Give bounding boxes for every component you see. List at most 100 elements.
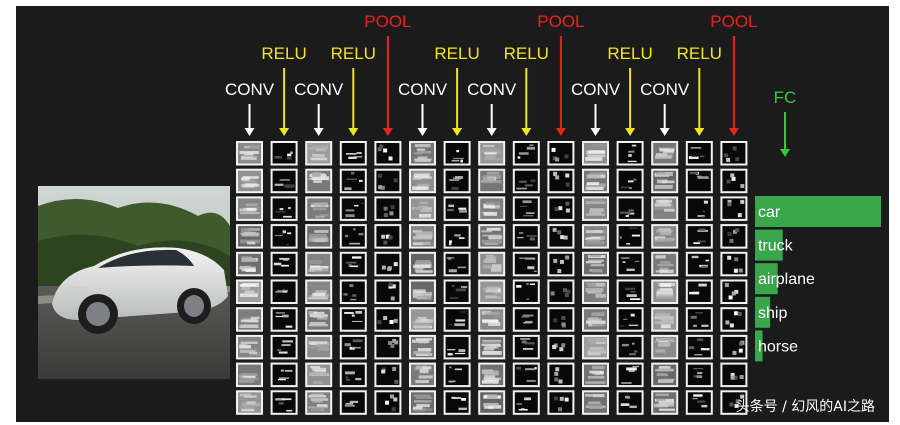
- activation-map: [236, 168, 263, 194]
- activation-map: [305, 141, 333, 166]
- activation-map: [339, 279, 367, 304]
- activation-map: [270, 196, 298, 221]
- activation-map: [582, 141, 609, 166]
- activation-map: [651, 251, 679, 277]
- activation-map: [547, 307, 575, 332]
- activation-map: [582, 279, 609, 304]
- activation-map: [374, 141, 402, 166]
- activation-column: [409, 141, 436, 415]
- arrow-head-icon: [694, 128, 705, 136]
- activation-map: [651, 362, 679, 388]
- activation-map: [512, 307, 540, 332]
- class-score-bar: [755, 263, 778, 295]
- class-label: car: [758, 204, 781, 221]
- activation-map: [547, 334, 575, 360]
- layer-label-conv: CONV: [640, 80, 690, 99]
- class-label: airplane: [758, 271, 815, 288]
- activation-map: [685, 224, 713, 249]
- activation-map: [616, 362, 644, 388]
- activation-map: [236, 251, 263, 277]
- activation-map: [651, 141, 679, 166]
- layer-label-relu: RELU: [434, 44, 479, 63]
- activation-map: [236, 334, 263, 360]
- activation-map: [270, 334, 298, 360]
- activation-map: [616, 334, 644, 360]
- activation-map: [236, 141, 263, 166]
- activation-map: [409, 362, 436, 388]
- activation-map: [305, 224, 333, 249]
- activation-column: [339, 141, 367, 415]
- activation-column: [512, 141, 540, 415]
- activation-map: [616, 390, 644, 415]
- activation-column: [651, 141, 679, 415]
- activation-map: [547, 390, 575, 415]
- arrow-head-icon: [486, 128, 497, 136]
- activation-column: [720, 141, 748, 415]
- activation-map: [478, 334, 506, 360]
- activation-map: [478, 168, 506, 194]
- activation-column: [478, 141, 506, 415]
- activation-map: [270, 251, 298, 277]
- activation-map: [582, 307, 609, 332]
- activation-map: [270, 390, 298, 415]
- activation-map: [720, 307, 748, 332]
- layer-label-conv: CONV: [571, 80, 621, 99]
- activation-map: [685, 390, 713, 415]
- activation-map: [443, 251, 471, 277]
- activation-map: [720, 279, 748, 304]
- input-car-photo: [38, 186, 230, 379]
- layer-label-relu: RELU: [607, 44, 652, 63]
- activation-map: [409, 224, 436, 249]
- activation-map: [720, 196, 748, 221]
- class-score-bar: [755, 196, 881, 227]
- activation-column: [443, 141, 471, 415]
- activation-map: [478, 362, 506, 388]
- activation-map: [547, 168, 575, 194]
- activation-map: [443, 307, 471, 332]
- activation-column: [582, 141, 609, 415]
- activation-map: [443, 390, 471, 415]
- activation-map: [720, 390, 748, 415]
- activation-map: [478, 196, 506, 221]
- activation-map: [339, 251, 367, 277]
- activation-map: [547, 279, 575, 304]
- activation-map: [547, 141, 575, 166]
- layer-label-relu: RELU: [504, 44, 549, 63]
- fc-arrow-head-icon: [780, 149, 790, 157]
- layer-label-conv: CONV: [294, 80, 344, 99]
- activation-map: [443, 196, 471, 221]
- activation-map: [374, 196, 402, 221]
- activation-map: [374, 307, 402, 332]
- layer-label-conv: CONV: [398, 80, 448, 99]
- class-score-bar: [755, 229, 783, 261]
- activation-map: [720, 251, 748, 277]
- activation-map: [651, 224, 679, 249]
- activation-map: [339, 196, 367, 221]
- arrow-head-icon: [555, 128, 566, 136]
- activation-column: [236, 141, 263, 415]
- activation-column: [270, 141, 298, 415]
- activation-map: [339, 224, 367, 249]
- activation-map: [547, 224, 575, 249]
- activation-map: [616, 224, 644, 249]
- layer-label-pool: POOL: [537, 12, 584, 31]
- activation-map: [339, 390, 367, 415]
- activation-map: [582, 334, 609, 360]
- arrow-head-icon: [348, 128, 359, 136]
- layer-label-conv: CONV: [225, 80, 275, 99]
- activation-map: [374, 279, 402, 304]
- activation-map: [443, 334, 471, 360]
- activation-map: [582, 168, 609, 194]
- activation-map: [374, 334, 402, 360]
- activation-map: [685, 307, 713, 332]
- activation-map: [651, 334, 679, 360]
- activation-map: [236, 279, 263, 304]
- activation-map: [512, 251, 540, 277]
- activation-map: [270, 362, 298, 388]
- activation-map: [409, 251, 436, 277]
- layer-label-relu: RELU: [331, 44, 376, 63]
- activation-map: [720, 362, 748, 388]
- activation-map: [685, 141, 713, 166]
- activation-column: [305, 141, 333, 415]
- arrow-head-icon: [659, 128, 670, 136]
